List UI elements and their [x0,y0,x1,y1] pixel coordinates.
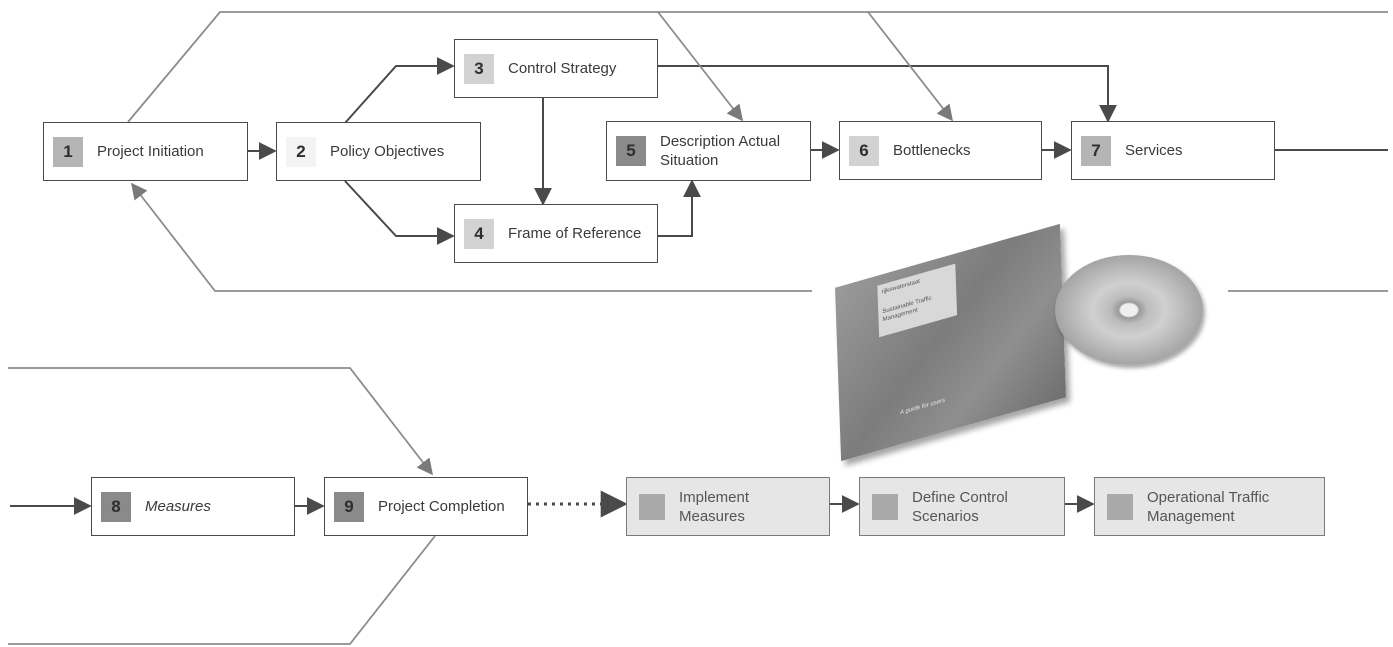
booklet-cover: rijkswaterstaat Sustainable Traffic Mana… [835,223,1066,462]
feedback-line-top [127,11,1388,123]
step-swatch [639,493,665,520]
step-box-control-strategy: 3 Control Strategy [454,39,658,98]
followup-box-define-control-scenarios: Define Control Scenarios [859,477,1065,536]
arrow-4-to-5 [658,179,701,237]
step-number: 7 [1081,135,1111,166]
step-number: 3 [464,53,494,84]
guide-booklet-image: rijkswaterstaat Sustainable Traffic Mana… [820,205,1220,462]
feedback-arrow-to-5 [657,11,743,122]
followup-label: Implement Measures [679,488,750,525]
feedback-arrow-to-6 [867,11,953,122]
step-number: 9 [334,491,364,522]
feedback-line-bottom [131,182,812,292]
step-number: 4 [464,218,494,249]
followup-label: Define Control Scenarios [912,488,1008,525]
feedback-line-row2-bottom [8,535,436,645]
step-box-services: 7 Services [1071,121,1275,180]
step-number: 5 [616,136,646,166]
followup-box-implement-measures: Implement Measures [626,477,830,536]
step-label: Measures [145,498,211,515]
followup-label: Operational Traffic Management [1147,488,1270,525]
step-label: Services [1125,142,1183,159]
step-box-description-actual-situation: 5 Description Actual Situation [606,121,811,181]
step-label: Description Actual Situation [660,133,781,169]
step-label: Policy Objectives [330,143,445,160]
step-label: Frame of Reference [508,225,642,242]
step-number: 8 [101,491,131,522]
booklet-subtitle: A guide for users [899,397,946,417]
booklet-label: rijkswaterstaat Sustainable Traffic Mana… [877,263,958,338]
followup-box-operational-traffic-management: Operational Traffic Management [1094,477,1325,536]
arrow-2-to-4 [344,180,455,245]
step-number: 6 [849,135,879,166]
feedback-line-row2-top [8,367,433,476]
step-box-bottlenecks: 6 Bottlenecks [839,121,1042,180]
booklet-title: Sustainable Traffic Management [882,295,932,324]
step-label: Control Strategy [508,60,617,77]
step-box-frame-of-reference: 4 Frame of Reference [454,204,658,263]
step-label: Bottlenecks [893,142,971,159]
step-box-measures: 8 Measures [91,477,295,536]
cd-disc-icon [1055,255,1203,365]
step-label: Project Initiation [97,143,204,160]
arrow-3-to-7 [658,65,1117,123]
step-number: 1 [53,136,83,167]
arrow-2-to-3 [344,57,455,124]
step-number: 2 [286,136,316,167]
step-box-policy-objectives: 2 Policy Objectives [276,122,481,181]
step-swatch [872,493,898,520]
step-swatch [1107,493,1133,520]
step-label: Project Completion [378,498,505,515]
step-box-project-completion: 9 Project Completion [324,477,528,536]
step-box-project-initiation: 1 Project Initiation [43,122,248,181]
